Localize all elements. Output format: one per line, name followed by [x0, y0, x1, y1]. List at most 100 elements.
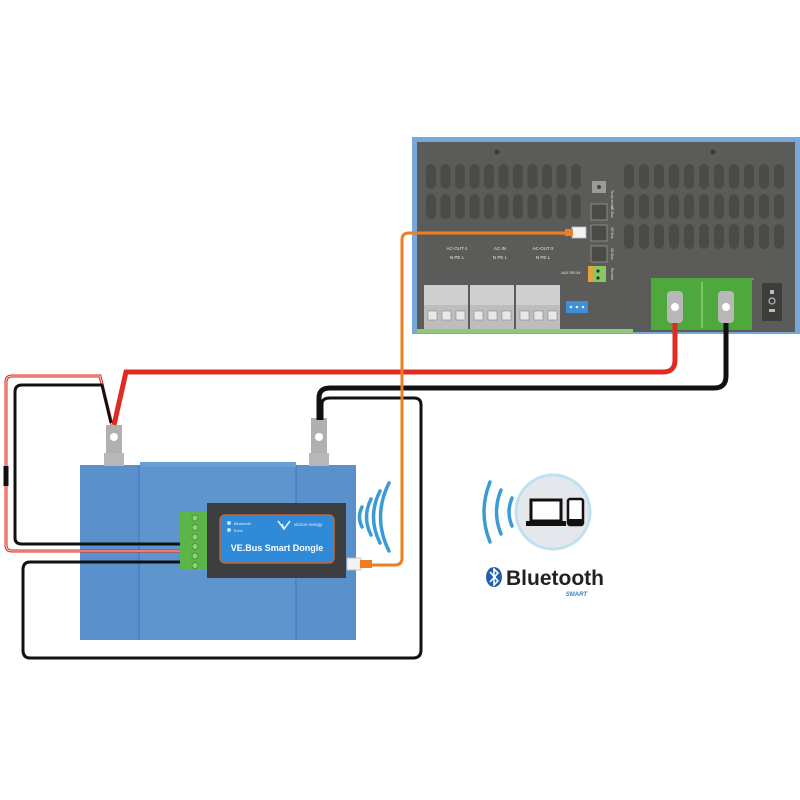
vent-slot [527, 164, 538, 189]
vent-slot [729, 164, 739, 189]
ac-terminal-blocks [424, 285, 560, 329]
inverter-dc-lugs [667, 291, 734, 323]
ac-terminal-screw [533, 310, 544, 321]
dongle-label [219, 514, 335, 564]
vent-slot [654, 164, 664, 189]
ve-bus-cable [372, 231, 572, 567]
vent-slot [729, 224, 739, 249]
vent-slot [759, 164, 769, 189]
dongle-terminal-screw [191, 524, 199, 531]
vent-slot [571, 194, 581, 219]
ac-terminal-cover [470, 285, 514, 305]
vent-slot [426, 164, 436, 189]
vent-slot [774, 164, 784, 189]
vent-slot [744, 224, 754, 249]
vent-slot [744, 194, 754, 219]
port-label: Remote [610, 268, 614, 280]
vent-slot [440, 164, 451, 189]
vent-slot [469, 194, 480, 219]
screw-icon [494, 149, 500, 155]
laptop-icon [526, 498, 566, 526]
negative-sense-wire [21, 396, 423, 660]
terminal-screw-icon [596, 269, 600, 273]
negative-terminal [309, 453, 329, 466]
vent-slot [744, 164, 754, 189]
dongle-name: VE.Bus Smart Dongle [231, 543, 324, 553]
vent-slot [542, 164, 552, 189]
dongle-terminal-screw [191, 552, 199, 560]
rj45-plug-icon [571, 226, 587, 239]
remote-terminal-tab [588, 266, 594, 282]
dongle-terminal-screw [191, 543, 199, 550]
ve-bus-port-1[interactable] [590, 203, 608, 221]
ac-terminal-screw [547, 310, 558, 321]
bluetooth-led-icon [227, 521, 231, 525]
vent-slot [774, 194, 784, 219]
vent-slot [699, 224, 709, 249]
bluetooth-smart-label: SMART [566, 592, 589, 598]
port-label: Temp sense [610, 190, 614, 209]
vent-slot [639, 164, 649, 189]
vent-slot [513, 194, 523, 219]
ac-out-2-pins: N PE L [536, 255, 551, 260]
ac-terminal-screw [427, 310, 438, 321]
vent-slot [714, 224, 724, 249]
port-label: VE.Bus [610, 227, 614, 239]
phone-icon [566, 497, 585, 527]
wireless-signal-icon [357, 481, 391, 553]
vent-slot [774, 224, 784, 249]
ve-bus-port-2[interactable] [590, 224, 608, 242]
ac-terminal-cover [516, 285, 560, 305]
vent-slot [624, 194, 634, 219]
dongle-terminal-screw [191, 514, 199, 522]
bluetooth-signal-icon [482, 480, 514, 544]
vent-slot [513, 164, 523, 189]
dongle-terminal-block [180, 512, 208, 570]
victron-brand: victron energy [294, 522, 323, 527]
vent-slot [469, 164, 480, 189]
vent-slot [527, 194, 538, 219]
vent-slot [498, 164, 509, 189]
terminal-screw-icon [596, 276, 600, 280]
positive-dc-cable [111, 318, 678, 426]
ac-out-2-label: AC-OUT-2 [532, 246, 553, 251]
vent-slot [699, 194, 709, 219]
ve-bus-port-3[interactable] [590, 245, 608, 263]
vent-slot [498, 194, 509, 219]
switch-mark-icon [769, 309, 775, 312]
vents-right [624, 164, 784, 249]
aux-relay-label: AUX RELAY [561, 271, 581, 275]
vents-left [426, 164, 581, 219]
power-switch[interactable] [762, 283, 782, 321]
vent-slot [714, 194, 724, 219]
vent-slot [556, 164, 567, 189]
vent-slot [714, 164, 724, 189]
vent-slot [639, 224, 649, 249]
ac-terminal-screw [487, 310, 498, 321]
vent-slot [669, 164, 679, 189]
vent-slot [639, 194, 649, 219]
vent-slot [542, 194, 552, 219]
ac-terminal-screw [441, 310, 452, 321]
negative-dc-cable [316, 318, 729, 420]
positive-terminal [104, 453, 124, 466]
error-led-label: Error [234, 528, 244, 533]
vent-slot [484, 194, 494, 219]
ac-in-label: AC-IN [494, 246, 506, 251]
error-led-icon [227, 528, 231, 532]
vent-slot [426, 194, 436, 219]
dongle-terminal-screw [191, 533, 199, 541]
vent-slot [729, 194, 739, 219]
vent-slot [684, 164, 694, 189]
screw-icon [710, 149, 716, 155]
inverter-bottom-strip [417, 329, 633, 333]
switch-mark-icon [768, 297, 776, 305]
vent-slot [455, 194, 465, 219]
ac-terminal-screw [455, 310, 466, 321]
vent-slot [759, 194, 769, 219]
vent-slot [440, 194, 451, 219]
ac-in-pins: N PE L [493, 255, 508, 260]
vent-slot [654, 224, 664, 249]
vent-slot [759, 224, 769, 249]
